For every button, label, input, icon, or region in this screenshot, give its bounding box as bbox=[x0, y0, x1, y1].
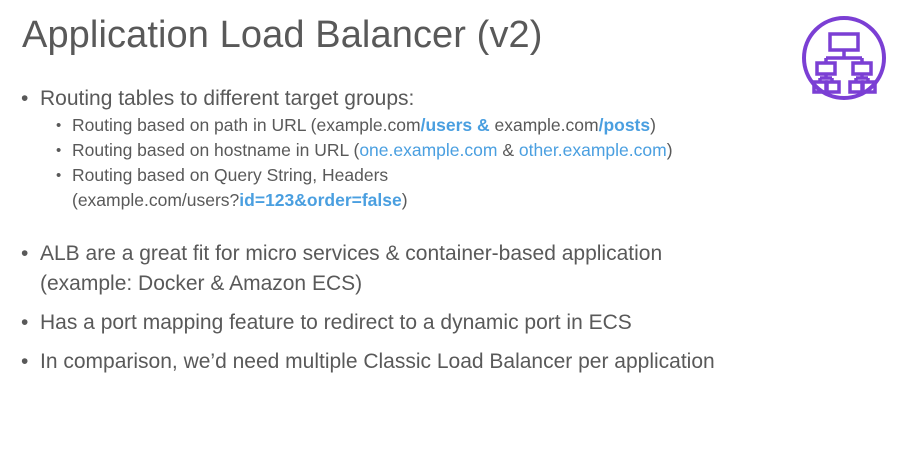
query-routing-text-after: ) bbox=[401, 190, 408, 210]
bullet-glyph: • bbox=[21, 350, 29, 373]
application-load-balancer-icon bbox=[800, 14, 888, 102]
sub-bullet-hostname-routing: • Routing based on hostname in URL (one.… bbox=[16, 138, 896, 163]
bullet-glyph: • bbox=[56, 117, 62, 134]
hostname-routing-text-before: Routing based on hostname in URL ( bbox=[72, 140, 360, 160]
bullet-glyph: • bbox=[21, 311, 29, 334]
slide-body: • Routing tables to different target gro… bbox=[16, 86, 896, 386]
bullet-alb-microservices-line2: (example: Docker & Amazon ECS) bbox=[40, 272, 363, 295]
sub-bullet-query-routing-line1: Routing based on Query String, Headers bbox=[72, 165, 389, 185]
bullet-glyph: • bbox=[21, 242, 29, 265]
path-routing-highlight-posts: /posts bbox=[598, 115, 651, 135]
bullet-glyph: • bbox=[56, 167, 62, 184]
bullet-routing-tables: • Routing tables to different target gro… bbox=[16, 86, 896, 112]
query-routing-text-before: (example.com/users? bbox=[72, 190, 240, 210]
sub-bullet-query-routing: • Routing based on Query String, Headers… bbox=[16, 163, 896, 213]
hostname-routing-highlight-other: other.example.com bbox=[518, 140, 667, 160]
section-spacer bbox=[16, 213, 896, 239]
hostname-routing-text-mid: & bbox=[497, 140, 519, 160]
bullet-alb-microservices: • ALB are a great fit for micro services… bbox=[16, 239, 896, 299]
path-routing-text-mid: example.com bbox=[489, 115, 599, 135]
sub-bullet-path-routing: • Routing based on path in URL (example.… bbox=[16, 113, 896, 138]
alb-icon-svg bbox=[802, 16, 886, 100]
bullet-classic-lb-comparison-line1: In comparison, we’d need multiple Classi… bbox=[40, 350, 715, 373]
bullet-alb-microservices-line1: ALB are a great fit for micro services &… bbox=[40, 242, 663, 265]
bullet-classic-lb-comparison: • In comparison, we’d need multiple Clas… bbox=[16, 347, 896, 377]
path-routing-text-before: Routing based on path in URL (example.co… bbox=[72, 115, 421, 135]
page-title: Application Load Balancer (v2) bbox=[22, 14, 543, 56]
bullet-glyph: • bbox=[56, 142, 62, 159]
path-routing-text-after: ) bbox=[650, 115, 656, 135]
query-routing-highlight-params: id=123&order=false bbox=[239, 190, 402, 210]
path-routing-highlight-users: /users & bbox=[420, 115, 490, 135]
bullet-port-mapping-line1: Has a port mapping feature to redirect t… bbox=[40, 311, 632, 334]
sub-bullet-hostname-routing-line: Routing based on hostname in URL (one.ex… bbox=[72, 138, 896, 163]
hostname-routing-highlight-one: one.example.com bbox=[359, 140, 498, 160]
hostname-routing-text-after: ) bbox=[666, 140, 673, 160]
sub-bullet-path-routing-line: Routing based on path in URL (example.co… bbox=[72, 113, 896, 138]
sub-bullet-query-routing-line2: (example.com/users?id=123&order=false) bbox=[72, 188, 896, 213]
bullet-port-mapping: • Has a port mapping feature to redirect… bbox=[16, 308, 896, 338]
bullet-routing-tables-label: Routing tables to different target group… bbox=[40, 87, 415, 110]
bullet-glyph: • bbox=[21, 87, 29, 110]
